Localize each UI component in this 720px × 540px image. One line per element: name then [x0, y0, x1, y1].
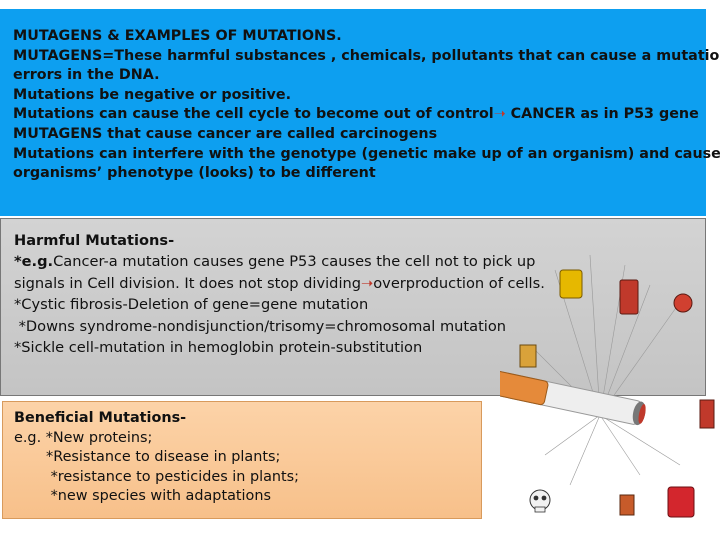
cell-cycle-text: Mutations can cause the cell cycle to be…	[13, 106, 494, 123]
can-icon	[673, 293, 693, 313]
sickle-cell-line: *Sickle cell-mutation in hemoglobin prot…	[14, 339, 423, 357]
pesticide-resistance-line: *resistance to pesticides in plants;	[14, 468, 300, 485]
right-arrow-icon: ➝	[493, 106, 506, 123]
canister-icon	[699, 399, 715, 429]
cancer-example-text: Cancer-a mutation causes gene P53 causes…	[53, 253, 536, 271]
gas-can-icon	[667, 486, 695, 518]
eg-label: *e.g.	[14, 253, 54, 271]
genotype-line1: Mutations can interfere with the genotyp…	[13, 145, 720, 162]
cancer-text: CANCER as in P53 gene	[505, 106, 699, 123]
new-proteins-line: e.g. *New proteins;	[14, 429, 153, 446]
harmful-heading: Harmful Mutations-	[14, 232, 175, 249]
page-title: MUTAGENS & EXAMPLES OF MUTATIONS.	[13, 28, 342, 44]
battery-icon	[519, 344, 537, 368]
cystic-fibrosis-line: *Cystic fibrosis-Deletion of gene=gene m…	[14, 296, 369, 314]
lighter-icon	[559, 269, 583, 299]
carcinogens-line: MUTAGENS that cause cancer are called ca…	[13, 125, 438, 142]
cell-division-text: signals in Cell division. It does not st…	[14, 274, 362, 292]
skull-icon	[529, 489, 551, 513]
cigarette-icon	[500, 370, 646, 426]
cell-cycle-cancer-line: Mutations can cause the cell cycle to be…	[13, 105, 720, 125]
mutagens-definition-line1: MUTAGENS=These harmful substances , chem…	[13, 47, 720, 64]
cancer-example-line: *e.g.Cancer-a mutation causes gene P53 c…	[14, 251, 545, 272]
disease-resistance-line: *Resistance to disease in plants;	[14, 449, 281, 465]
jar-icon	[619, 494, 635, 516]
genotype-line2: organisms’ phenotype (looks) to be diffe…	[13, 165, 376, 182]
mutagens-definition-line2: errors in the DNA.	[13, 67, 160, 84]
right-arrow-icon: ➝	[361, 274, 374, 292]
bottle-icon	[619, 279, 639, 315]
overproduction-text: overproduction of cells.	[373, 274, 545, 292]
beneficial-mutations-box: Beneficial Mutations- e.g. *New proteins…	[2, 401, 482, 519]
new-species-line: *new species with adaptations	[14, 488, 271, 504]
mutagens-definition-box: MUTAGENS & EXAMPLES OF MUTATIONS. MUTAGE…	[0, 9, 720, 216]
harmful-mutations-box: Harmful Mutations- *e.g.Cancer-a mutatio…	[0, 218, 706, 396]
cell-division-line: signals in Cell division. It does not st…	[14, 273, 545, 294]
downs-syndrome-line: *Downs syndrome-nondisjunction/trisomy=c…	[14, 317, 507, 335]
beneficial-heading: Beneficial Mutations-	[14, 410, 187, 426]
cigarette-carcinogens-illustration	[500, 254, 715, 518]
mutations-negative-positive: Mutations be negative or positive.	[13, 86, 292, 103]
